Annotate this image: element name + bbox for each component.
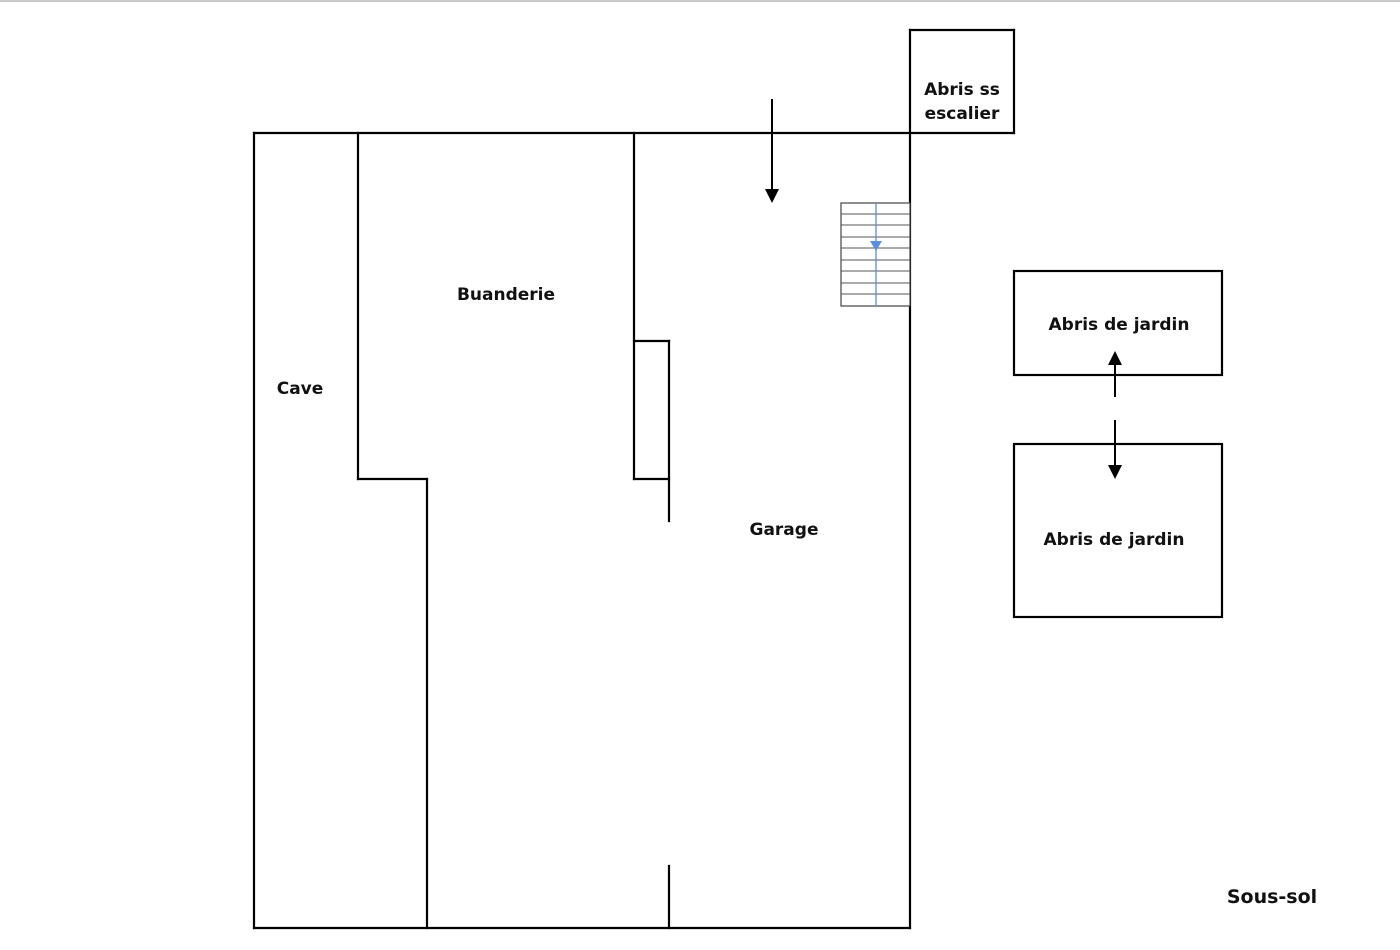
abris-jardin-2-box xyxy=(1012,442,1224,619)
room-label-abris-escalier-2: escalier xyxy=(925,104,1000,124)
entry-arrow-icon xyxy=(765,99,779,203)
abris-jardin-1-box xyxy=(1012,269,1224,377)
building-outline xyxy=(252,131,912,930)
room-label-buanderie: Buanderie xyxy=(457,285,555,305)
abris-escalier-box xyxy=(908,28,1016,135)
arrow-down-icon xyxy=(1108,420,1122,479)
level-label: Sous-sol xyxy=(1227,886,1317,908)
room-label-garage: Garage xyxy=(750,520,819,540)
room-label-abris-escalier-1: Abris ss xyxy=(924,80,1000,100)
top-border xyxy=(0,0,1400,2)
room-label-abris-jardin-1: Abris de jardin xyxy=(1049,315,1190,335)
staircase-icon xyxy=(840,202,911,307)
interior-walls xyxy=(356,131,671,930)
arrow-up-icon xyxy=(1108,351,1122,397)
room-label-cave: Cave xyxy=(277,379,324,399)
room-label-abris-jardin-2: Abris de jardin xyxy=(1044,530,1185,550)
